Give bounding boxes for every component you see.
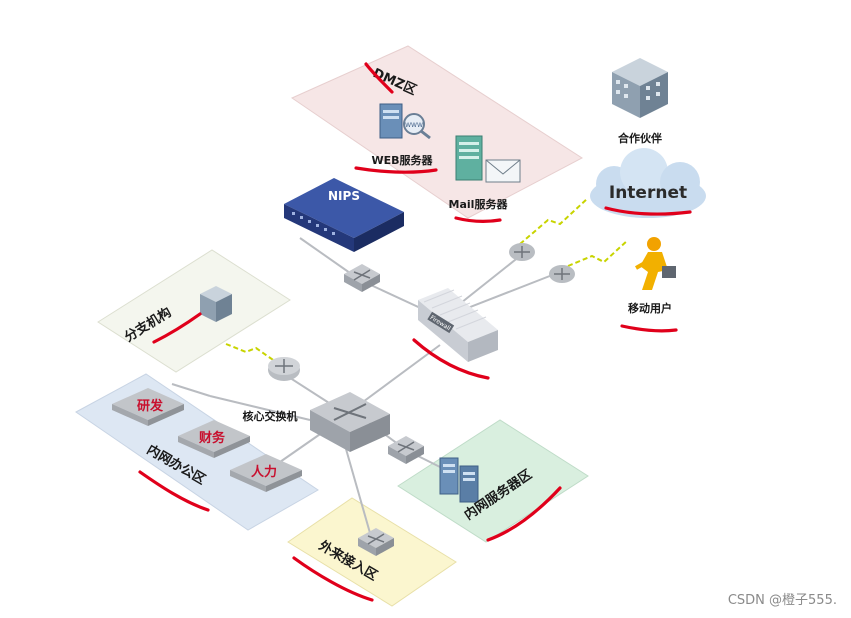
web-server-icon: WWW	[379, 103, 431, 140]
mobile-user-icon	[635, 237, 676, 290]
server-zone	[397, 419, 589, 543]
nips-device-icon	[284, 178, 404, 252]
web-server-label: WEB服务器	[371, 153, 433, 167]
internet-cloud-icon	[590, 148, 706, 218]
router-1-icon	[509, 243, 535, 261]
mail-server-label: Mail服务器	[449, 197, 509, 211]
server-zone-switch-icon	[388, 436, 424, 464]
internet-label: Internet	[609, 183, 687, 203]
mail-server-icon	[455, 135, 521, 183]
dept-hr-box	[230, 454, 302, 492]
dept-hr-label: 人力	[251, 464, 277, 480]
nips-switch-icon	[344, 264, 380, 292]
partner-label: 合作伙伴	[618, 131, 662, 145]
dept-finance-box	[178, 420, 250, 458]
branch-zone	[97, 249, 291, 373]
partner-building-icon	[612, 58, 668, 118]
core-switch-icon	[310, 392, 390, 452]
dept-rd-label: 研发	[137, 398, 164, 414]
dept-rd-box	[112, 388, 184, 426]
watermark-text: CSDN @橙子555.	[727, 593, 837, 608]
router-2-icon	[549, 265, 575, 283]
wireless-links	[225, 197, 629, 363]
dept-finance-label: 财务	[199, 430, 226, 446]
nips-label: NIPS	[328, 189, 360, 203]
core-router-icon	[268, 357, 300, 381]
red-annotation-marks	[138, 62, 692, 602]
core-switch-label: 核心交换机	[243, 409, 298, 423]
guest-switch-icon	[358, 528, 394, 556]
firewall-icon	[418, 288, 498, 362]
svg-text:WWW: WWW	[405, 122, 423, 129]
branch-building-icon	[200, 286, 232, 322]
server-rack-icon	[439, 457, 479, 503]
mobile-user-label: 移动用户	[628, 301, 672, 315]
